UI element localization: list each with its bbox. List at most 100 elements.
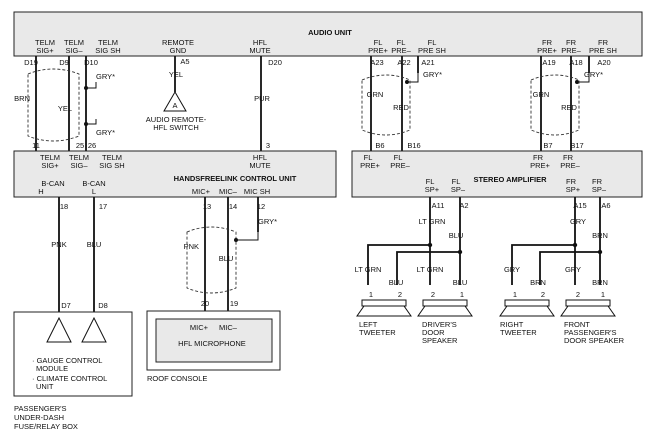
junction-dot xyxy=(572,242,578,248)
speaker-label: TWEETER xyxy=(359,328,396,337)
pin-number: 3 xyxy=(266,141,270,150)
module-label: · CLIMATE CONTROL xyxy=(32,374,107,383)
pin-name: SIG SH xyxy=(95,46,120,55)
wire-color-label: RED xyxy=(561,103,577,112)
pin-number: A11 xyxy=(432,201,445,210)
pin-number: B7 xyxy=(543,141,552,150)
pin-number: A5 xyxy=(180,57,189,66)
pin-number: D9 xyxy=(59,58,69,67)
pin-number: A15 xyxy=(573,201,586,210)
pin-number: D10 xyxy=(84,58,98,67)
pin-name: MIC SH xyxy=(244,187,270,196)
fuse-box-caption: UNDER-DASH xyxy=(14,413,64,422)
pin-number: 13 xyxy=(203,202,211,211)
pin-name: REMOTE xyxy=(162,38,194,47)
pin-number: A20 xyxy=(597,58,610,67)
pin-name: SIG– xyxy=(70,161,88,170)
audio-unit-title: AUDIO UNIT xyxy=(308,28,352,37)
pin-number: 1 xyxy=(369,290,373,299)
pin-name: TELM xyxy=(69,153,89,162)
wire-color-label: GRY* xyxy=(96,72,115,81)
stereo-amplifier-title: STEREO AMPLIFIER xyxy=(473,175,547,184)
pin-name: L xyxy=(92,187,96,196)
pin-number: A21 xyxy=(421,58,434,67)
pin-name: FL xyxy=(394,153,403,162)
speaker-label: DRIVER'S xyxy=(422,320,457,329)
fuse-relay-box: D7 D8 · GAUGE CONTROL MODULE · CLIMATE C… xyxy=(13,301,133,431)
wire-color-label: GRN xyxy=(533,90,550,99)
hfl-control-unit: 11 25 26 3 TELM SIG+ TELM SIG– TELM SIG … xyxy=(13,141,337,211)
speaker-label: PASSENGER'S xyxy=(564,328,617,337)
module-label: MODULE xyxy=(36,364,68,373)
pin-name: FL xyxy=(374,38,383,47)
can-node-triangle-icon xyxy=(46,316,72,343)
speaker-label: DOOR xyxy=(422,328,445,337)
pin-number: A6 xyxy=(601,201,610,210)
wire-color-label: GRY* xyxy=(258,217,277,226)
shield-telm xyxy=(27,68,80,142)
pin-name: PRE+ xyxy=(360,161,380,170)
mic-wires: GRY* PNK BLU 20 19 xyxy=(184,197,277,311)
pin-name: FL xyxy=(364,153,373,162)
speaker-left-tweeter: 1 2 LEFT TWEETER xyxy=(356,290,412,337)
pin-number: A18 xyxy=(569,58,582,67)
speaker-right-tweeter: 1 2 RIGHT TWEETER xyxy=(499,290,555,337)
wire-color-label: YEL xyxy=(169,70,183,79)
pin-number: 14 xyxy=(229,202,237,211)
left-speaker-wiring: LT GRN BLU LT GRN BLU LT GRN BLU xyxy=(355,197,468,287)
ground-triangle-icon xyxy=(163,91,187,112)
hfl-microphone-title: HFL MICROPHONE xyxy=(178,339,246,348)
pin-number: 20 xyxy=(201,299,209,308)
wire-lt-grn xyxy=(367,244,430,285)
wire-color-label: GRY xyxy=(565,265,581,274)
pin-number: 1 xyxy=(513,290,517,299)
pin-name: SP+ xyxy=(566,185,581,194)
pin-name: FL xyxy=(452,177,461,186)
pin-name: PRE+ xyxy=(537,46,557,55)
pin-name: PRE SH xyxy=(589,46,617,55)
speaker-icon xyxy=(565,299,611,307)
wire-color-label: BLU xyxy=(449,231,464,240)
wire-color-label: BLU xyxy=(219,254,234,263)
pin-number: 2 xyxy=(431,290,435,299)
speaker-label: LEFT xyxy=(359,320,378,329)
mic-pin-label: MIC– xyxy=(219,323,238,332)
fuse-box-caption: FUSE/RELAY BOX xyxy=(14,422,78,431)
pin-name: MUTE xyxy=(249,46,270,55)
switch-symbol: A xyxy=(172,101,177,110)
speaker-label: DOOR SPEAKER xyxy=(564,336,625,345)
wire-gry xyxy=(511,244,575,285)
roof-console-caption: ROOF CONSOLE xyxy=(147,374,207,383)
speaker-label: FRONT xyxy=(564,320,590,329)
wire-color-label: BRN xyxy=(592,231,608,240)
pin-number: 26 xyxy=(88,141,96,150)
wire-brn xyxy=(539,251,600,285)
speaker-cone-icon xyxy=(356,305,412,317)
pin-name: HFL xyxy=(253,153,267,162)
wire-color-label: PNK xyxy=(184,242,199,251)
pin-name: FR xyxy=(563,153,574,162)
wire-color-label: BLU xyxy=(453,278,468,287)
pin-name: H xyxy=(38,187,43,196)
pin-name: PRE– xyxy=(391,46,411,55)
pin-name: FL xyxy=(428,38,437,47)
shield-fr xyxy=(530,74,580,136)
wire-color-label: BLU xyxy=(87,240,102,249)
pin-name: FR xyxy=(592,177,603,186)
wire-color-label: LT GRN xyxy=(419,217,446,226)
audio-unit-box xyxy=(13,11,643,57)
switch-label: HFL SWITCH xyxy=(153,123,199,132)
hfl-control-unit-title: HANDSFREELINK CONTROL UNIT xyxy=(174,174,297,183)
pin-number: 25 xyxy=(76,141,84,150)
pin-number: 1 xyxy=(601,290,605,299)
wire-color-label: GRY* xyxy=(96,128,115,137)
pin-name: PRE+ xyxy=(368,46,388,55)
pin-name: MIC+ xyxy=(192,187,211,196)
speaker-label: SPEAKER xyxy=(422,336,458,345)
wire-color-label: YEL xyxy=(58,104,72,113)
speaker-cone-icon xyxy=(417,305,473,317)
shield-tap xyxy=(86,119,97,125)
wire-color-label: BLU xyxy=(389,278,404,287)
pin-name: PRE SH xyxy=(418,46,446,55)
bcan-wires: PNK BLU xyxy=(51,197,101,312)
